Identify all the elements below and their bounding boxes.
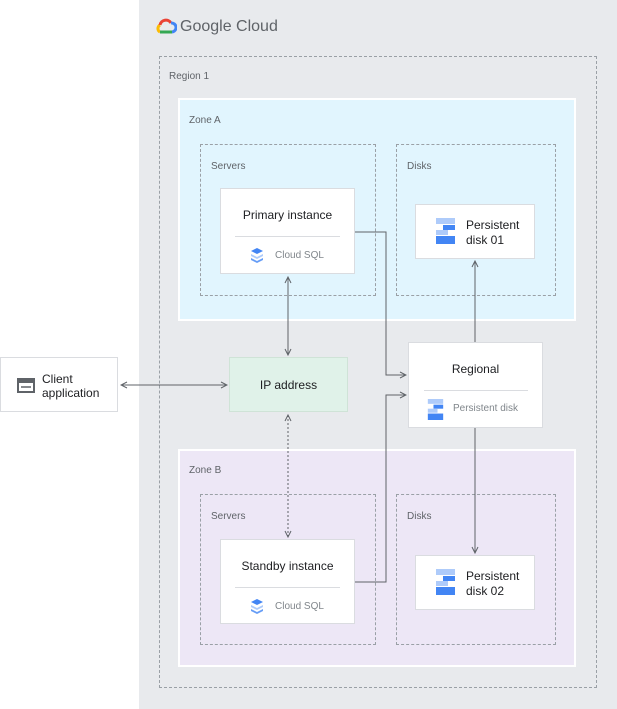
client-label-line1: Client — [42, 372, 73, 386]
google-cloud-logo-icon — [156, 18, 177, 34]
regional-title: Regional — [451, 362, 500, 376]
primary-regional-connector — [355, 231, 406, 375]
service-label: Persistent disk — [453, 403, 519, 414]
region-boundary — [159, 56, 597, 688]
zone-a-disks-group — [396, 144, 556, 296]
region-label: Region 1 — [169, 71, 210, 82]
zone-a-label: Zone A — [189, 115, 221, 126]
servers-label: Servers — [211, 161, 246, 172]
persistent-disk-icon — [436, 218, 455, 244]
ip-address-label: IP address — [259, 378, 318, 392]
ip-address-node[interactable]: IP address — [229, 357, 348, 412]
primary-instance-title: Primary instance — [242, 208, 333, 222]
disks-label: Disks — [407, 511, 432, 522]
client-label-line2: application — [42, 386, 100, 400]
servers-label: Servers — [211, 511, 246, 522]
persistent-disk-icon — [436, 569, 455, 595]
standby-instance-title: Standby instance — [241, 559, 334, 573]
service-label: Cloud SQL — [275, 601, 324, 612]
disk-name-line1: Persistent — [466, 218, 520, 232]
regional-disk-card[interactable]: Regional Persistent disk — [408, 342, 543, 428]
disk-name-line2: disk 01 — [466, 233, 505, 247]
standby-regional-connector — [355, 395, 406, 583]
cloud-sql-icon — [251, 248, 263, 263]
divider — [424, 390, 528, 391]
divider — [235, 587, 340, 588]
disk-name-line2: disk 02 — [466, 584, 505, 598]
disk-name-line1: Persistent — [466, 569, 520, 583]
browser-window-icon — [17, 378, 35, 393]
primary-instance-card[interactable]: Primary instance Cloud SQL — [220, 188, 355, 274]
standby-instance-card[interactable]: Standby instance Cloud SQL — [220, 539, 355, 624]
persistent-disk-icon — [427, 399, 444, 420]
zone-b-disks-group — [396, 494, 556, 645]
service-label: Cloud SQL — [275, 250, 324, 261]
cloud-sql-icon — [251, 599, 263, 614]
disks-label: Disks — [407, 161, 432, 172]
brand-name: Google Cloud — [180, 18, 278, 35]
zone-b-label: Zone B — [189, 465, 222, 476]
divider — [235, 236, 340, 237]
